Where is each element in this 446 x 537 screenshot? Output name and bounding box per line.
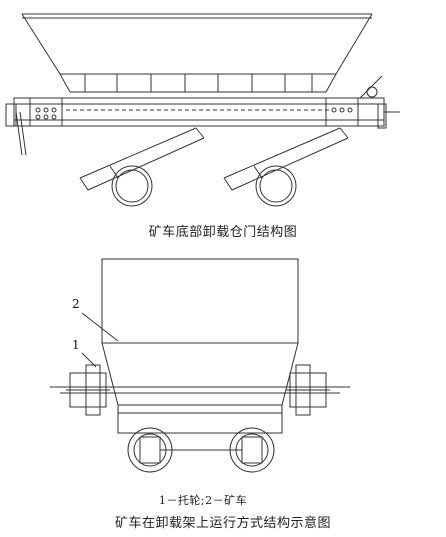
figure1-caption: 矿车底部卸载仓门结构图 — [148, 225, 298, 240]
part-label-1: 1 — [72, 338, 80, 352]
hopper-body — [22, 14, 372, 92]
right-support-wheel — [286, 365, 330, 415]
car-wheels — [128, 428, 274, 472]
unloading-door-drawing — [0, 0, 446, 215]
left-door — [80, 128, 204, 206]
figure2-caption: 矿车在卸载架上运行方式结构示意图 — [114, 516, 331, 531]
left-support-wheel — [66, 365, 110, 415]
support-frame — [50, 387, 350, 433]
part-label-2: 2 — [72, 297, 80, 311]
right-door — [224, 128, 348, 206]
leader-line-2 — [82, 313, 118, 341]
unloading-frame-drawing — [0, 255, 446, 495]
chassis-frame — [6, 76, 400, 155]
mine-car-body — [102, 259, 298, 405]
figure2-legend: 1－托轮;2－矿车 — [158, 494, 248, 507]
